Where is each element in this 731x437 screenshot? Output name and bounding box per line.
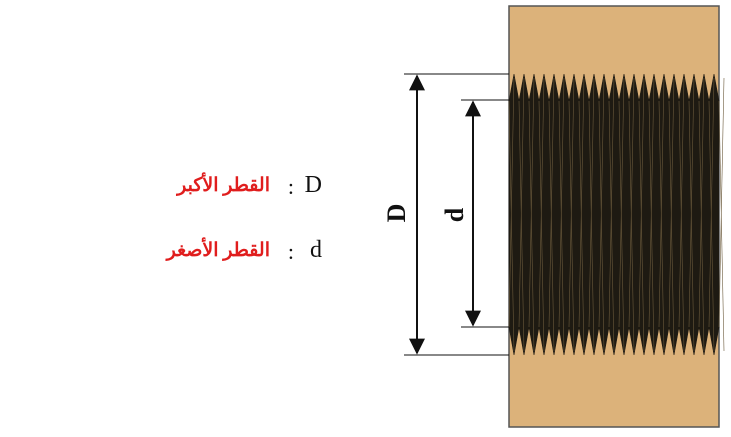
thread-line xyxy=(708,77,715,328)
thread-line xyxy=(658,77,665,328)
dimension-label-major: D xyxy=(382,204,411,223)
thread-line xyxy=(648,77,655,328)
thread-line xyxy=(628,77,635,328)
thread-line xyxy=(718,77,725,328)
legend-minor-diameter: d : القطر الأصغر xyxy=(140,233,330,273)
thread-line xyxy=(718,100,725,352)
thread-line xyxy=(618,77,625,328)
legend-major-label: القطر الأكبر xyxy=(177,175,270,196)
thread-line xyxy=(668,100,675,352)
thread-line xyxy=(638,100,645,352)
legend-major-colon: : xyxy=(287,174,294,199)
thread-line xyxy=(518,77,525,328)
thread-line xyxy=(598,100,605,352)
thread-line xyxy=(608,100,615,352)
dimension-label-minor: d xyxy=(440,207,469,222)
thread-line xyxy=(598,77,605,328)
thread-line xyxy=(688,100,695,352)
thread-line xyxy=(698,100,705,352)
legend-major-diameter: D : القطر الأكبر xyxy=(140,168,330,208)
thread-line xyxy=(648,100,655,352)
thread-line xyxy=(528,100,535,352)
thread-line xyxy=(588,100,595,352)
thread-line xyxy=(588,77,595,328)
thread-line xyxy=(678,77,685,328)
thread-line xyxy=(548,100,555,352)
thread-line xyxy=(688,77,695,328)
thread-helix-lines xyxy=(508,77,725,352)
thread-core xyxy=(509,100,719,328)
thread-line xyxy=(678,100,685,352)
thread-line xyxy=(628,100,635,352)
thread-line xyxy=(508,77,515,328)
thread-line xyxy=(568,100,575,352)
thread-line xyxy=(568,77,575,328)
thread-line xyxy=(658,100,665,352)
thread-line xyxy=(508,100,515,352)
legend-minor-symbol: d xyxy=(310,237,322,263)
thread-line xyxy=(558,77,565,328)
thread-line xyxy=(548,77,555,328)
thread-line xyxy=(558,100,565,352)
thread-line xyxy=(538,77,545,328)
thread-line xyxy=(638,77,645,328)
thread-line xyxy=(668,77,675,328)
thread-line xyxy=(518,100,525,352)
legend-minor-label: القطر الأصغر xyxy=(166,240,270,261)
thread-line xyxy=(698,77,705,328)
thread-line xyxy=(608,77,615,328)
thread-line xyxy=(578,100,585,352)
legend-minor-colon: : xyxy=(287,239,294,264)
thread-line xyxy=(618,100,625,352)
thread-line xyxy=(538,100,545,352)
thread-line xyxy=(528,77,535,328)
thread-line xyxy=(578,77,585,328)
legend-major-symbol: D xyxy=(304,172,322,198)
thread-line xyxy=(708,100,715,352)
